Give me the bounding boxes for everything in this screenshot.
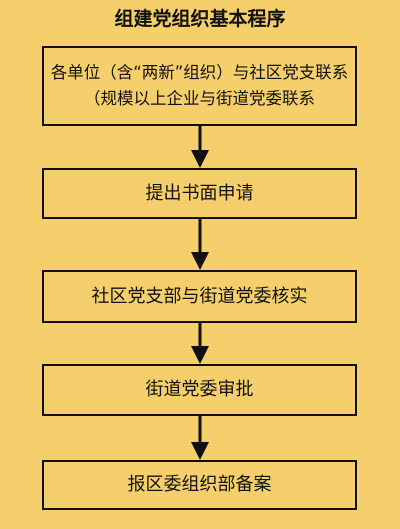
- step-contact-box: 各单位（含“两新”组织）与社区党支联系 （规模以上企业与街道党委联系: [42, 46, 357, 126]
- flow-arrow-4: [190, 416, 210, 460]
- step-application-label: 提出书面申请: [145, 182, 254, 204]
- step-application-box: 提出书面申请: [42, 168, 357, 219]
- step-verification-box: 社区党支部与街道党委核实: [42, 270, 357, 323]
- diagram-title: 组建党组织基本程序: [114, 8, 286, 30]
- flow-arrow-3: [190, 323, 210, 364]
- step-filing-box: 报区委组织部备案: [42, 460, 357, 510]
- step-contact-line-2: （规模以上企业与街道党委联系: [84, 89, 315, 108]
- flow-arrow-1: [190, 126, 210, 168]
- step-verification-label: 社区党支部与街道党委核实: [91, 285, 308, 307]
- step-contact-line-1: 各单位（含“两新”组织）与社区党支联系: [50, 63, 349, 82]
- step-approval-box: 街道党委审批: [42, 364, 357, 416]
- step-filing-label: 报区委组织部备案: [127, 474, 272, 495]
- step-approval-label: 街道党委审批: [145, 379, 254, 400]
- flow-arrow-2: [190, 219, 210, 270]
